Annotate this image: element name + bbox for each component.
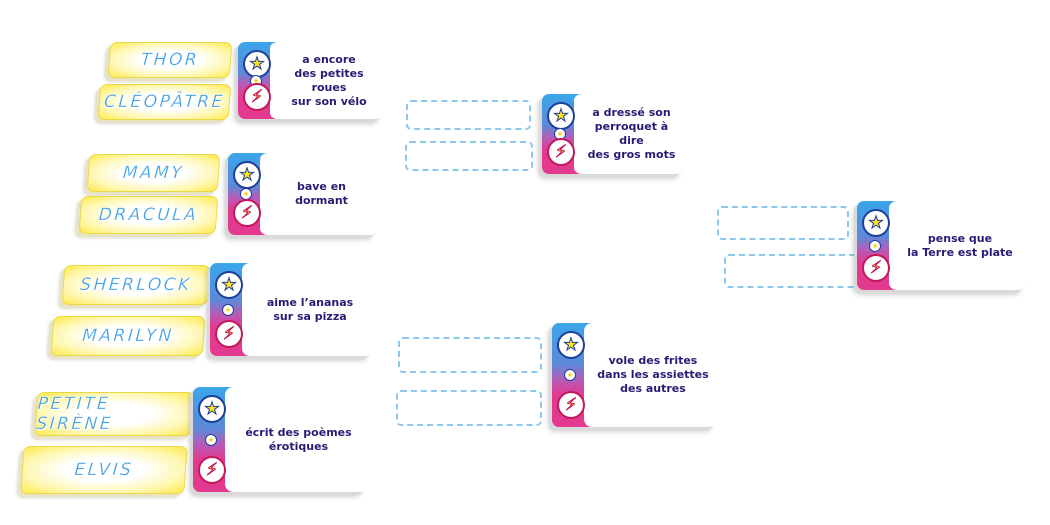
name-tile-cleopatre[interactable]: CLÉOPÂTRE (97, 84, 232, 120)
trait-card[interactable]: ★ ★ ⚡ a encore des petites roues sur son… (238, 42, 382, 119)
empty-name-slot[interactable] (724, 254, 858, 288)
name-tile-thor[interactable]: THOR (107, 42, 233, 78)
lightning-bolt-icon: ⚡ (215, 320, 243, 348)
trait-text: a encore des petites roues sur son vélo (291, 52, 367, 108)
trait-card[interactable]: ★ ★ ⚡ vole des frites dans les assiettes… (552, 323, 716, 427)
lightning-bolt-icon: ⚡ (862, 254, 890, 282)
lightning-bolt-icon: ⚡ (233, 199, 261, 227)
trait-text: a dressé son perroquet à dire des gros m… (587, 106, 676, 161)
lightning-bolt-icon: ⚡ (557, 391, 585, 419)
name-tile-dracula[interactable]: DRACULA (78, 196, 219, 234)
name-label: THOR (140, 50, 200, 70)
mini-icon: ★ (222, 303, 234, 316)
lightning-bolt-icon: ⚡ (547, 138, 575, 166)
mini-icon: ★ (205, 433, 217, 446)
trait-text: écrit des poèmes érotiques (245, 425, 352, 453)
name-label: ELVIS (73, 460, 135, 480)
trait-card[interactable]: ★ ★ ⚡ a dressé son perroquet à dire des … (542, 94, 683, 174)
empty-name-slot[interactable] (405, 141, 533, 171)
name-label: MARILYN (81, 326, 175, 346)
name-tile-petite-sirene[interactable]: PETITE SIRÈNE (34, 392, 195, 436)
name-tile-mamy[interactable]: MAMY (86, 154, 221, 192)
mini-icon: ★ (240, 188, 252, 200)
trait-text: pense que la Terre est plate (907, 231, 1013, 259)
star-icon: ★ (557, 331, 585, 359)
name-label: PETITE SIRÈNE (35, 394, 114, 434)
name-tile-sherlock[interactable]: SHERLOCK (61, 265, 211, 305)
empty-name-slot[interactable] (396, 390, 542, 426)
trait-card[interactable]: ★ ★ ⚡ aime l’ananas sur sa pizza (210, 263, 372, 356)
name-label: MAMY (122, 163, 185, 183)
trait-text: bave en dormant (295, 180, 348, 207)
name-tile-marilyn[interactable]: MARILYN (50, 316, 206, 356)
star-icon: ★ (547, 102, 575, 130)
mini-icon: ★ (869, 239, 881, 252)
name-label: SHERLOCK (79, 275, 193, 295)
star-icon: ★ (243, 50, 271, 78)
star-icon: ★ (862, 209, 890, 237)
name-tile-elvis[interactable]: ELVIS (20, 446, 188, 494)
trait-card[interactable]: ★ ★ ⚡ bave en dormant (228, 153, 377, 235)
star-icon: ★ (198, 395, 226, 423)
name-label: DRACULA (98, 205, 199, 225)
mini-icon: ★ (564, 369, 576, 381)
star-icon: ★ (215, 271, 243, 299)
trait-text: aime l’ananas sur sa pizza (266, 295, 354, 323)
name-label: CLÉOPÂTRE (103, 92, 226, 112)
empty-name-slot[interactable] (717, 206, 849, 240)
star-icon: ★ (233, 161, 261, 189)
trait-text: vole des frites dans les assiettes des a… (597, 354, 709, 395)
lightning-bolt-icon: ⚡ (198, 456, 226, 484)
trait-card[interactable]: ★ ★ ⚡ écrit des poèmes érotiques (193, 387, 366, 492)
lightning-bolt-icon: ⚡ (243, 83, 271, 111)
empty-name-slot[interactable] (398, 337, 542, 373)
empty-name-slot[interactable] (406, 100, 531, 130)
trait-card[interactable]: ★ ★ ⚡ pense que la Terre est plate (857, 201, 1025, 290)
